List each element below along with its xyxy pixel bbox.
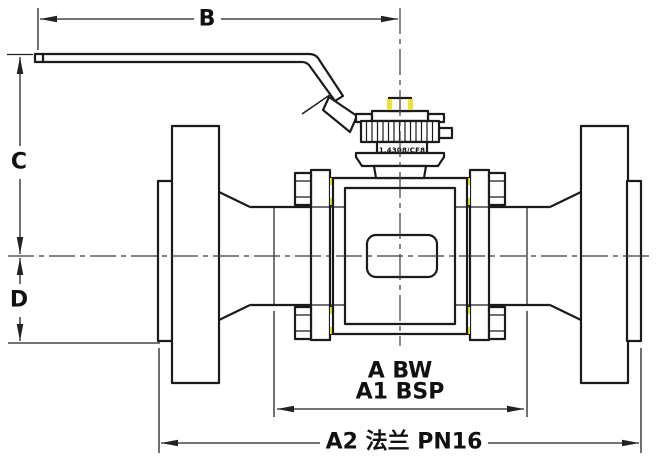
dimension-b-label: B — [199, 7, 216, 32]
dimension-a2: A2 法兰 PN16 — [158, 348, 642, 455]
left-reducer-pipe — [218, 191, 311, 321]
dimension-a-bw-label: A BW — [368, 359, 433, 384]
left-flange-bolt-bottom — [293, 305, 313, 341]
dimension-b: B — [37, 7, 398, 50]
handle-hub — [321, 95, 359, 134]
iso-pad-ribs — [365, 122, 434, 141]
dimension-c: C — [7, 53, 33, 254]
dimension-d: D — [8, 258, 160, 344]
bonnet-stem-assembly: 1.4308/CF8 — [354, 96, 454, 180]
dimension-a-a1: A BW A1 BSP — [273, 311, 528, 417]
stem-washer-left-highlight — [387, 99, 392, 110]
stem-washer-right-highlight — [408, 99, 413, 110]
left-end-flange — [170, 124, 221, 385]
dimension-d-label: D — [10, 288, 28, 313]
dimension-a1-bsp-label: A1 BSP — [356, 380, 445, 405]
right-body-flange — [468, 168, 491, 342]
material-marking-label: 1.4308/CF8 — [379, 147, 425, 155]
handle — [33, 52, 345, 103]
right-flange-bolt-bottom — [487, 305, 507, 341]
right-end-flange — [579, 124, 630, 385]
left-body-flange — [309, 168, 332, 342]
dimension-a2-flange-label: A2 法兰 PN16 — [326, 429, 483, 455]
dimension-c-label: C — [11, 150, 27, 175]
bore-lines — [311, 206, 489, 306]
gland-side-tab — [437, 126, 454, 140]
right-flange-bolt-top — [487, 171, 507, 207]
left-flange-face — [156, 179, 175, 343]
bonnet-flange — [354, 151, 446, 168]
right-reducer-pipe — [489, 191, 582, 321]
valve-assembly: 1.4308/CF8 — [33, 52, 643, 385]
right-flange-face — [625, 179, 643, 343]
left-flange-bolt-top — [293, 171, 313, 207]
